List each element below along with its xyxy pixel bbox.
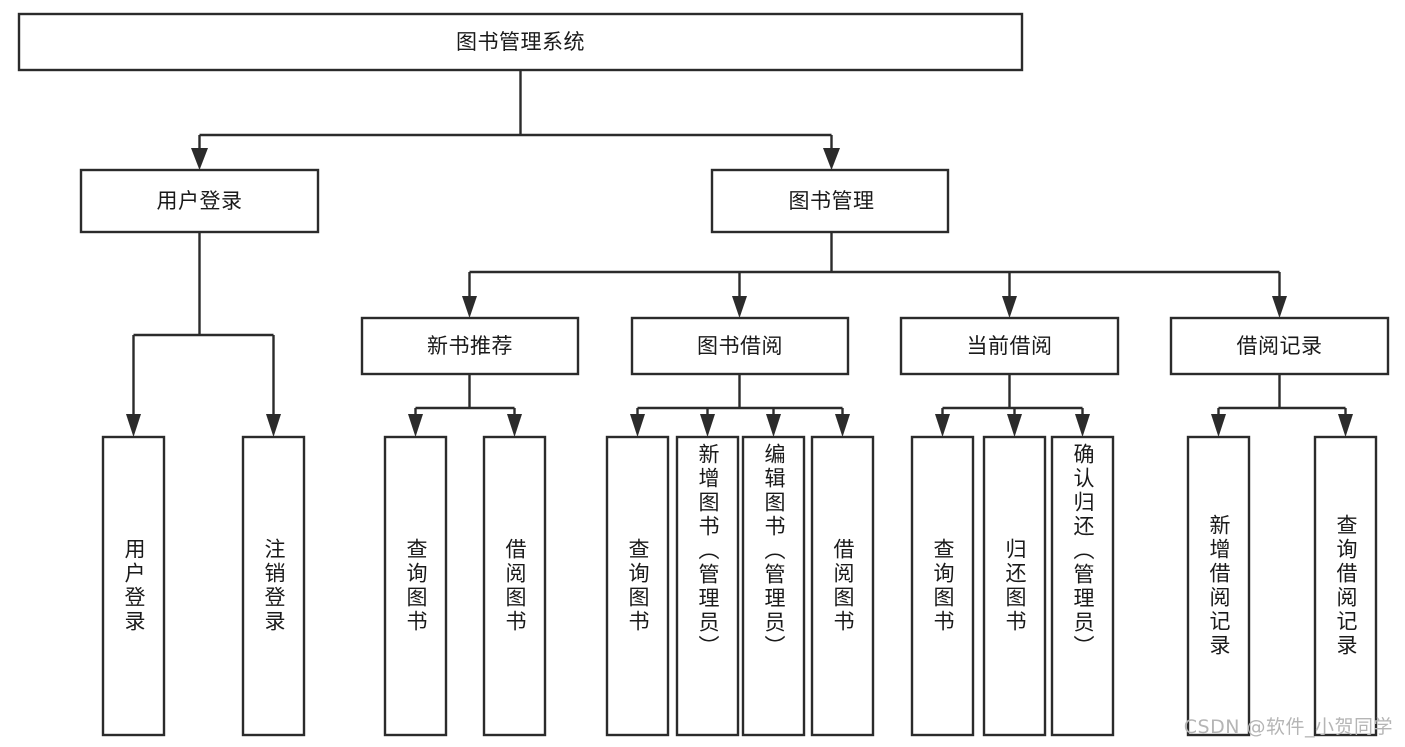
arrow-head-user-login (191, 148, 208, 170)
node-book-management-box[interactable] (710, 168, 950, 234)
node-root-box[interactable] (17, 12, 1024, 72)
arrow-head-cu-leaf-2 (1007, 414, 1022, 437)
leaf-box-bo-add-book[interactable] (675, 435, 740, 737)
node-current-borrow[interactable]: 当前借阅 (899, 316, 1120, 376)
node-book-management-label: 图书管理 (789, 189, 875, 213)
connector-layer (126, 70, 1353, 437)
arrow-head-bo-leaf-4 (835, 414, 850, 437)
leaf-box-cu-confirm-return[interactable] (1050, 435, 1115, 737)
node-book-borrow-label: 图书借阅 (697, 334, 783, 358)
node-borrow-records[interactable]: 借阅记录 (1169, 316, 1390, 376)
node-root[interactable]: 图书管理系统 (17, 12, 1024, 72)
node-user-login-box[interactable] (79, 168, 320, 234)
leaf-box-bo-query-book[interactable] (605, 435, 670, 737)
arrow-head-bo-leaf-3 (766, 414, 781, 437)
arrow-head-re-leaf-1 (1211, 414, 1226, 437)
arrow-head-leaf-user-login (126, 414, 141, 437)
node-root-label: 图书管理系统 (456, 30, 585, 54)
node-new-book-recommend-label: 新书推荐 (427, 334, 513, 358)
leaf-box-bo-borrow-book[interactable] (810, 435, 875, 737)
arrow-head-bo-leaf-1 (630, 414, 645, 437)
node-current-borrow-box[interactable] (899, 316, 1120, 376)
leaf-box-bo-edit-book[interactable] (741, 435, 806, 737)
node-borrow-records-label: 借阅记录 (1237, 334, 1323, 358)
arrow-head-new-books (462, 296, 477, 318)
node-book-borrow[interactable]: 图书借阅 (630, 316, 850, 376)
leaf-box-re-add-record[interactable] (1186, 435, 1251, 737)
leaf-box-layer (101, 435, 1378, 737)
leaf-box-nb-borrow-book[interactable] (482, 435, 547, 737)
arrow-head-book-borrow (732, 296, 747, 318)
node-new-book-recommend[interactable]: 新书推荐 (360, 316, 580, 376)
leaf-box-user-login[interactable] (101, 435, 166, 737)
arrow-head-leaf-logout (266, 414, 281, 437)
node-new-book-recommend-box[interactable] (360, 316, 580, 376)
arrow-head-borrow-records (1272, 296, 1287, 318)
arrow-head-cu-leaf-3 (1075, 414, 1090, 437)
arrow-head-current-borrow (1002, 296, 1017, 318)
leaf-box-cu-query-book[interactable] (910, 435, 975, 737)
arrow-head-re-leaf-2 (1338, 414, 1353, 437)
node-user-login[interactable]: 用户登录 (79, 168, 320, 234)
leaf-box-re-query-record[interactable] (1313, 435, 1378, 737)
leaf-box-cu-return-book[interactable] (982, 435, 1047, 737)
arrow-head-nb-leaf-1 (408, 414, 423, 437)
node-book-management[interactable]: 图书管理 (710, 168, 950, 234)
arrow-head-cu-leaf-1 (935, 414, 950, 437)
arrow-head-bo-leaf-2 (700, 414, 715, 437)
node-book-borrow-box[interactable] (630, 316, 850, 376)
arrow-head-nb-leaf-2 (507, 414, 522, 437)
leaf-box-nb-query-book[interactable] (383, 435, 448, 737)
node-current-borrow-label: 当前借阅 (967, 334, 1053, 358)
csdn-watermark: CSDN @软件_小贺同学 (1183, 716, 1393, 738)
node-user-login-label: 用户登录 (157, 189, 243, 213)
node-borrow-records-box[interactable] (1169, 316, 1390, 376)
arrow-head-book-manage (823, 148, 840, 170)
leaf-box-logout[interactable] (241, 435, 306, 737)
